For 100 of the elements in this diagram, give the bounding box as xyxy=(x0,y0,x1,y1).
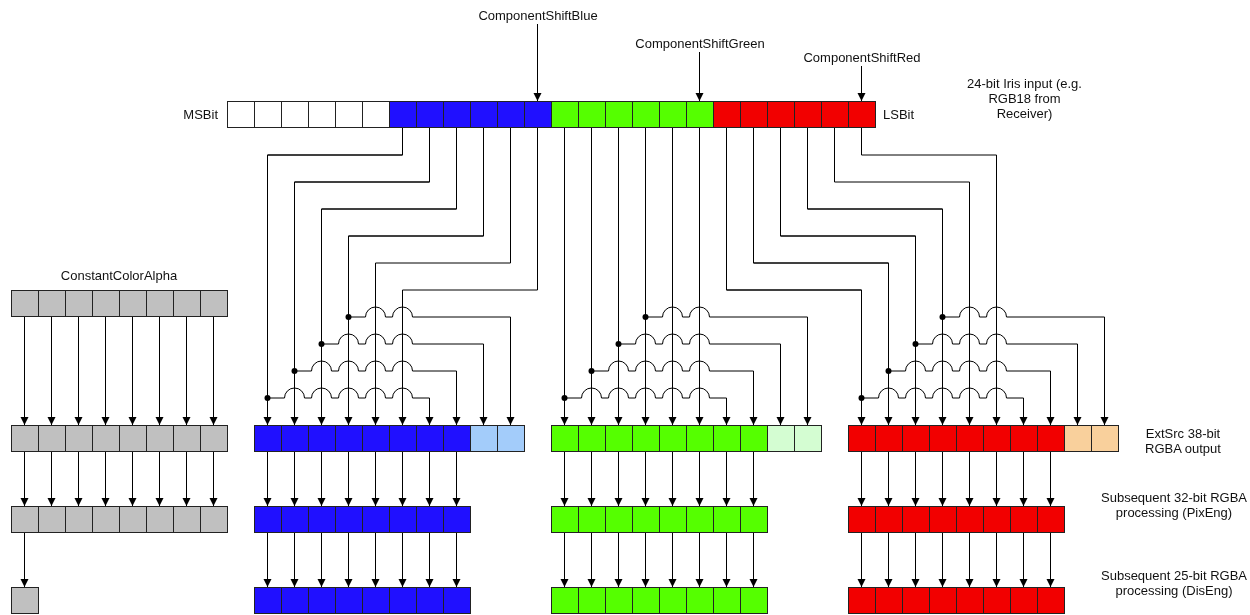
bit-cell xyxy=(443,587,471,614)
arrow xyxy=(425,532,434,588)
arrow xyxy=(722,451,731,507)
bit-cell xyxy=(929,425,957,452)
arrow xyxy=(695,51,704,102)
bit-cell xyxy=(308,425,336,452)
bit-cell xyxy=(38,290,66,317)
bit-cell xyxy=(713,101,741,128)
arrow xyxy=(290,532,299,588)
bit-cell xyxy=(362,506,390,533)
bit-cell xyxy=(659,101,687,128)
bit-cell xyxy=(1010,425,1038,452)
bit-cell xyxy=(200,290,228,317)
arrow xyxy=(209,316,218,426)
bit-cell xyxy=(902,506,930,533)
bit-cell xyxy=(740,425,768,452)
bit-cell xyxy=(875,425,903,452)
bit-order-label: LSBit xyxy=(883,107,916,122)
arrow xyxy=(695,451,704,507)
arrow xyxy=(317,451,326,507)
bit-cell xyxy=(983,425,1011,452)
bit-cell xyxy=(713,506,741,533)
bit-cell xyxy=(1091,425,1119,452)
bit-cell xyxy=(821,101,849,128)
arrow xyxy=(911,532,920,588)
signal-label: ComponentShiftBlue xyxy=(468,8,608,23)
bit-cell xyxy=(605,101,633,128)
bit-cell xyxy=(929,506,957,533)
arrow xyxy=(371,532,380,588)
arrow xyxy=(263,532,272,588)
bit-cell xyxy=(902,587,930,614)
bit-cell xyxy=(470,101,498,128)
bit-cell xyxy=(956,506,984,533)
bit-cell xyxy=(173,506,201,533)
bit-cell xyxy=(848,101,876,128)
arrow xyxy=(695,532,704,588)
bit-cell xyxy=(254,506,282,533)
register-label: Subsequent 25-bit RGBA processing (DisEng) xyxy=(1100,568,1248,598)
bit-cell xyxy=(524,101,552,128)
arrow xyxy=(1019,532,1028,588)
bit-cell xyxy=(1037,506,1065,533)
arrow xyxy=(587,451,596,507)
arrow xyxy=(965,451,974,507)
bit-cell xyxy=(65,506,93,533)
bit-cell xyxy=(740,101,768,128)
arrow xyxy=(452,532,461,588)
bit-cell xyxy=(389,506,417,533)
bit-cell xyxy=(308,506,336,533)
arrow xyxy=(857,532,866,588)
register-label: ExtSrc 38-bit RGBA output xyxy=(1144,426,1222,456)
bit-cell xyxy=(443,506,471,533)
bit-cell xyxy=(389,101,417,128)
bit-cell xyxy=(659,587,687,614)
bit-cell xyxy=(11,290,39,317)
bit-cell xyxy=(416,587,444,614)
bit-cell xyxy=(443,101,471,128)
arrow xyxy=(398,451,407,507)
bit-cell xyxy=(659,506,687,533)
bit-cell xyxy=(605,506,633,533)
bit-cell xyxy=(362,101,390,128)
register-label: Subsequent 32-bit RGBA processing (PixEng) xyxy=(1100,490,1248,520)
arrow xyxy=(1046,532,1055,588)
bit-cell xyxy=(11,506,39,533)
arrow xyxy=(857,451,866,507)
register-label: 24-bit Iris input (e.g. RGB18 from Receiver) xyxy=(966,76,1083,121)
arrow xyxy=(398,127,538,426)
arrow xyxy=(344,532,353,588)
bit-cell xyxy=(308,587,336,614)
bit-cell xyxy=(578,506,606,533)
bit-cell xyxy=(470,425,498,452)
bit-cell xyxy=(740,587,768,614)
bit-cell xyxy=(146,506,174,533)
bit-cell xyxy=(902,425,930,452)
bit-cell xyxy=(632,101,660,128)
bit-cell xyxy=(1037,587,1065,614)
arrow xyxy=(560,532,569,588)
bit-cell xyxy=(956,425,984,452)
bit-cell xyxy=(308,101,336,128)
bit-cell xyxy=(848,425,876,452)
bit-cell xyxy=(767,101,795,128)
arrow xyxy=(317,532,326,588)
bit-cell xyxy=(173,290,201,317)
bit-cell xyxy=(875,587,903,614)
arrow xyxy=(641,532,650,588)
bit-cell xyxy=(146,425,174,452)
arrow xyxy=(938,451,947,507)
arrow xyxy=(884,451,893,507)
bit-cell xyxy=(335,506,363,533)
signal-label: ComponentShiftGreen xyxy=(631,36,769,51)
bit-cell xyxy=(497,101,525,128)
arrow xyxy=(155,316,164,426)
arrow xyxy=(861,127,1001,426)
bit-cell xyxy=(1064,425,1092,452)
bit-cell xyxy=(227,101,255,128)
arrow xyxy=(182,316,191,426)
bit-cell xyxy=(119,290,147,317)
arrow xyxy=(74,451,83,507)
bit-cell xyxy=(551,587,579,614)
arrow xyxy=(668,451,677,507)
arrow xyxy=(371,127,511,426)
